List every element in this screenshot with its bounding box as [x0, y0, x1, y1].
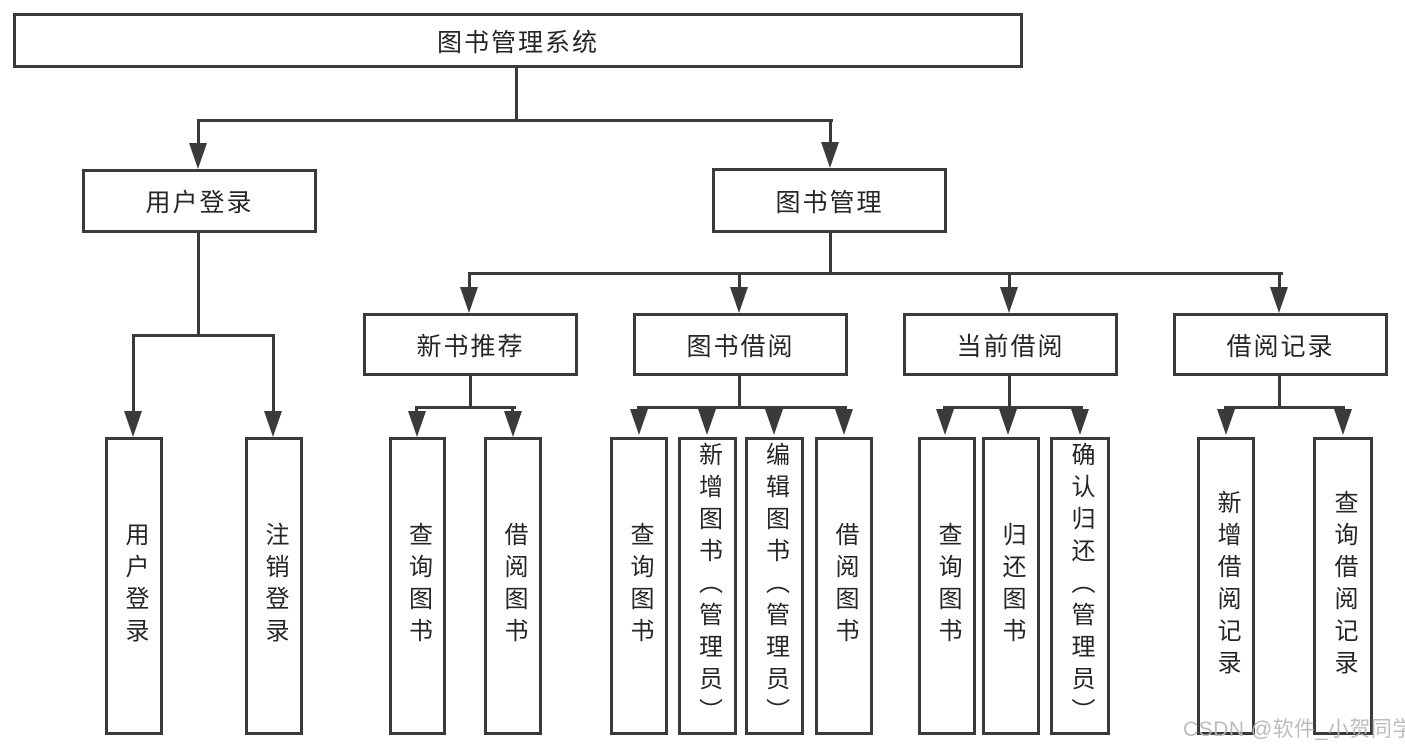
- leaf-borrow-query-books: 查询图书: [610, 437, 668, 735]
- leaf-borrow-borrow-books: 借阅图书: [815, 437, 873, 735]
- arrowhead-icon: [765, 409, 783, 435]
- leaf-borrow-add-books-admin: 新增图书（管理员）: [678, 437, 737, 735]
- leaf-user-login: 用户登录: [105, 437, 163, 735]
- connector-line: [197, 119, 833, 122]
- leaf-logout: 注销登录: [245, 437, 303, 735]
- connector-line: [468, 272, 1283, 275]
- leaf-records-query-borrow-record: 查询借阅记录: [1313, 437, 1373, 735]
- arrowhead-icon: [504, 411, 522, 437]
- connector-line: [637, 406, 847, 409]
- node-borrow-records: 借阅记录: [1173, 313, 1388, 376]
- node-current-borrow: 当前借阅: [903, 313, 1118, 376]
- connector-line: [738, 272, 741, 289]
- connector-line: [1224, 406, 1345, 409]
- arrowhead-icon: [189, 143, 207, 169]
- node-new-book-recommend: 新书推荐: [363, 313, 578, 376]
- connector-line: [1008, 376, 1011, 409]
- arrowhead-icon: [730, 287, 748, 313]
- arrowhead-icon: [1270, 287, 1288, 313]
- node-root: 图书管理系统: [13, 13, 1023, 68]
- connector-line: [469, 376, 472, 409]
- leaf-recommend-query-books: 查询图书: [389, 437, 446, 735]
- connector-line: [829, 233, 832, 275]
- connector-line: [197, 119, 200, 147]
- connector-line: [515, 68, 518, 122]
- csdn-watermark: CSDN @软件_小贺同学: [1183, 718, 1405, 741]
- node-book-management: 图书管理: [712, 168, 947, 233]
- connector-line: [738, 376, 741, 409]
- connector-line: [829, 119, 832, 147]
- connector-line: [415, 406, 516, 409]
- node-user-login: 用户登录: [82, 169, 317, 233]
- arrowhead-icon: [1000, 287, 1018, 313]
- arrowhead-icon: [408, 411, 426, 437]
- connector-line: [197, 233, 200, 337]
- arrowhead-icon: [821, 142, 839, 168]
- connector-line: [132, 334, 275, 337]
- leaf-current-return-books: 归还图书: [982, 437, 1040, 735]
- node-book-borrow: 图书借阅: [633, 313, 848, 376]
- arrowhead-icon: [999, 409, 1017, 435]
- arrowhead-icon: [1334, 409, 1352, 435]
- arrowhead-icon: [630, 409, 648, 435]
- connector-line: [511, 406, 514, 414]
- connector-line: [1278, 376, 1281, 409]
- connector-line: [1278, 272, 1281, 289]
- connector-line: [272, 334, 275, 416]
- leaf-borrow-edit-books-admin: 编辑图书（管理员）: [745, 437, 804, 735]
- arrowhead-icon: [936, 409, 954, 435]
- arrowhead-icon: [835, 409, 853, 435]
- connector-line: [468, 272, 471, 289]
- arrowhead-icon: [698, 409, 716, 435]
- arrowhead-icon: [1217, 409, 1235, 435]
- arrowhead-icon: [460, 287, 478, 313]
- leaf-current-query-books: 查询图书: [918, 437, 976, 735]
- connector-line: [132, 334, 135, 416]
- arrowhead-icon: [124, 411, 142, 437]
- leaf-current-confirm-return-admin: 确认归还（管理员）: [1050, 437, 1110, 735]
- connector-line: [415, 406, 418, 414]
- connector-line: [943, 406, 1083, 409]
- arrowhead-icon: [264, 411, 282, 437]
- leaf-records-add-borrow-record: 新增借阅记录: [1197, 437, 1255, 735]
- arrowhead-icon: [1071, 409, 1089, 435]
- connector-line: [1008, 272, 1011, 289]
- leaf-recommend-borrow-books: 借阅图书: [484, 437, 542, 735]
